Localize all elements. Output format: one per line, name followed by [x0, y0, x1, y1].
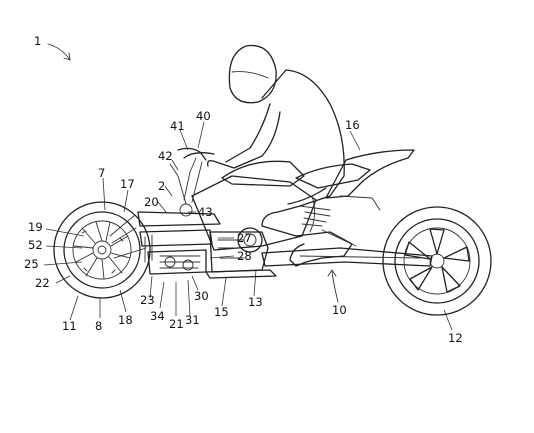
tank-seat-tail: [221, 149, 415, 211]
label-34: 34: [150, 309, 165, 323]
rider: [207, 44, 357, 267]
rear-wheel: [382, 206, 492, 316]
label-19: 19: [28, 220, 43, 234]
label-23: 23: [140, 293, 155, 307]
label-28: 28: [237, 249, 252, 263]
figure-arrowhead: [63, 52, 71, 61]
swingarm: [261, 247, 433, 267]
handlebar: [177, 147, 215, 203]
label-7: 7: [98, 166, 105, 180]
leader-lines: [43, 121, 453, 331]
label-52: 52: [28, 238, 43, 252]
figure-arrow: [47, 43, 71, 61]
label-27: 27: [237, 231, 252, 245]
label-11: 11: [62, 319, 77, 333]
label-16: 16: [345, 118, 360, 132]
label-12: 12: [448, 331, 463, 345]
label-18: 18: [118, 313, 133, 327]
label-30: 30: [194, 289, 209, 303]
label-1: 1: [34, 34, 41, 48]
reference-numerals: 1 40 41 16 42 7 17 2 20 43 19 27 52 28 2…: [24, 34, 463, 345]
label-15: 15: [214, 305, 229, 319]
label-10: 10: [332, 303, 347, 317]
label-42: 42: [158, 149, 173, 163]
label-22: 22: [35, 276, 50, 290]
label-20: 20: [144, 195, 159, 209]
label-31: 31: [185, 313, 200, 327]
label-41: 41: [170, 119, 185, 133]
label-43: 43: [198, 205, 213, 219]
label-13: 13: [248, 295, 263, 309]
label-25: 25: [24, 257, 39, 271]
label-40: 40: [196, 109, 211, 123]
front-wheel: [53, 201, 151, 299]
frame-and-engine: [191, 175, 331, 279]
label-8: 8: [95, 319, 102, 333]
label-21: 21: [169, 317, 184, 331]
label-2: 2: [158, 179, 165, 193]
label-17: 17: [120, 177, 135, 191]
